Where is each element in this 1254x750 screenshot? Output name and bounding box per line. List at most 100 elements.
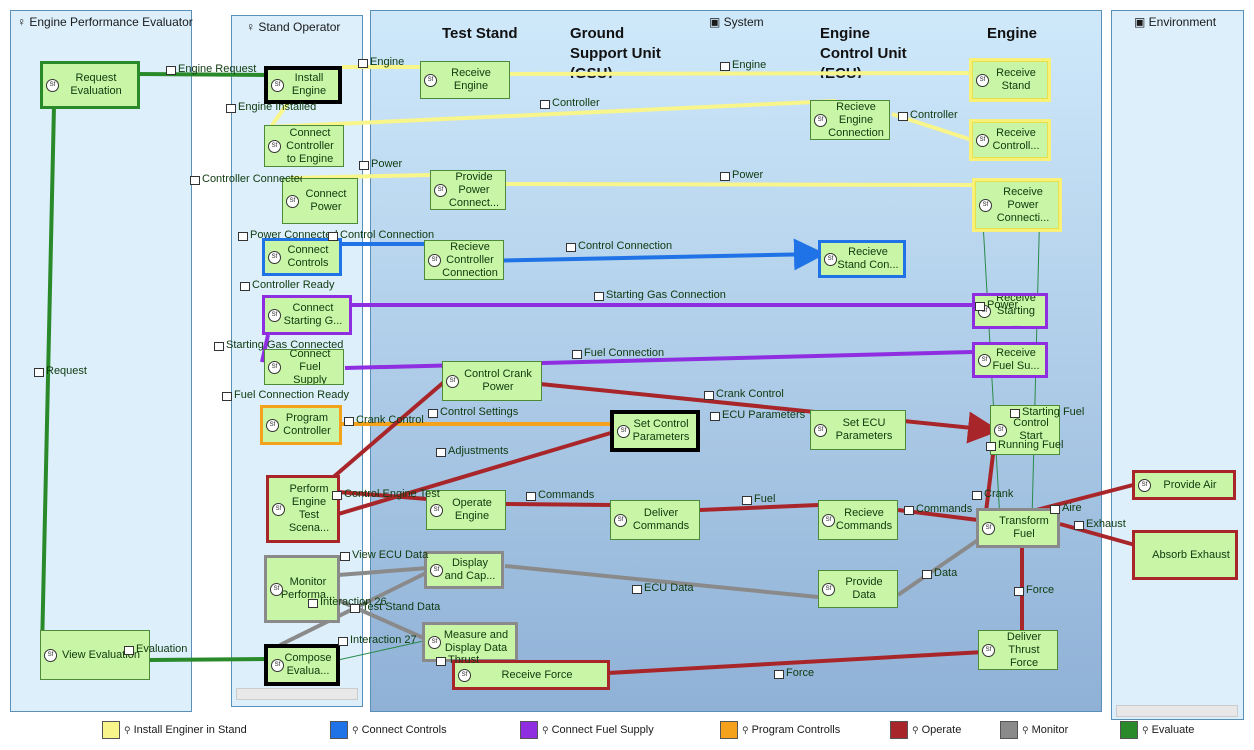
- sf-function-icon: Sf: [978, 354, 991, 367]
- sf-function-icon: Sf: [822, 583, 835, 596]
- sf-function-icon: Sf: [822, 514, 835, 527]
- exchange-label: Data: [922, 567, 957, 579]
- sf-function-icon: Sf: [44, 649, 57, 662]
- sf-function-icon: Sf: [428, 636, 441, 649]
- exchange-label: Commands: [526, 489, 594, 501]
- sf-function-icon: Sf: [286, 195, 299, 208]
- exchange-label: Force: [1014, 584, 1054, 596]
- wire-engine-request: [139, 72, 267, 77]
- exchange-label: Fuel: [742, 493, 775, 505]
- sf-function-icon: Sf: [617, 425, 630, 438]
- exchange-label: Power: [359, 158, 402, 170]
- sf-function-icon: Sf: [270, 583, 283, 596]
- exchange-label: Commands: [904, 503, 972, 515]
- horizontal-scrollbar[interactable]: [1116, 705, 1238, 717]
- exchange-label: Aire: [1050, 502, 1082, 514]
- column-engine: Engine: [987, 25, 1038, 42]
- wire-engine-right: [509, 71, 973, 76]
- legend-item[interactable]: ⚲Connect Fuel Supply: [520, 720, 654, 740]
- function-absorb-exhaust[interactable]: Absorb Exhaust: [1132, 530, 1238, 580]
- lane-title: ▣ System: [709, 15, 764, 29]
- exchange-label: Crank Control: [704, 388, 784, 400]
- sf-function-icon: Sf: [434, 184, 447, 197]
- wire-interaction-27: [337, 639, 429, 661]
- legend-swatch: [1000, 721, 1018, 739]
- exchange-label: Controller: [540, 97, 600, 109]
- sf-function-icon: Sf: [814, 424, 827, 437]
- legend-item[interactable]: ⚲Program Controlls: [720, 720, 840, 740]
- legend-swatch: [720, 721, 738, 739]
- legend-item[interactable]: ⚲Connect Controls: [330, 720, 447, 740]
- horizontal-scrollbar[interactable]: [236, 688, 358, 700]
- legend-item[interactable]: ⚲Evaluate: [1120, 720, 1194, 740]
- exchange-label: Fuel Connection Ready: [222, 389, 349, 401]
- sf-function-icon: Sf: [46, 79, 59, 92]
- sf-function-icon: Sf: [268, 251, 281, 264]
- legend-item[interactable]: ⚲Operate: [890, 720, 961, 740]
- sf-function-icon: Sf: [982, 522, 995, 535]
- wire-data: [896, 538, 980, 597]
- lane-title: ♀ Stand Operator: [246, 20, 341, 34]
- exchange-label: Request: [34, 365, 87, 377]
- exchange-label: View ECU Data: [340, 549, 428, 561]
- exchange-label: Power: [720, 169, 763, 181]
- lane-title: ♀ Engine Performance Evaluator: [17, 15, 193, 29]
- scenario-icon: ⚲: [352, 724, 359, 735]
- exchange-label: Running Fuel: [986, 439, 1063, 451]
- exchange-label: Engine: [358, 56, 404, 68]
- legend-item[interactable]: ⚲Monitor: [1000, 720, 1068, 740]
- sf-function-icon: Sf: [430, 564, 443, 577]
- wire-ecu-data: [504, 564, 819, 599]
- lane-environment: ▣ Environment: [1111, 10, 1244, 720]
- exchange-label: Control Connection: [328, 229, 434, 241]
- legend-swatch: [102, 721, 120, 739]
- sf-function-icon: Sf: [266, 419, 279, 432]
- wire-starting-gas-connected: [260, 334, 270, 363]
- exchange-label: Control Engine Test: [332, 488, 454, 500]
- wire-evaluation: [149, 657, 269, 662]
- sf-function-icon: Sf: [424, 74, 437, 87]
- legend-item[interactable]: ⚲Install Enginer in Stand: [102, 720, 247, 740]
- scenario-icon: ⚲: [124, 724, 131, 735]
- exchange-label: Crank: [972, 488, 1013, 500]
- exchange-label: Controller Connected: [190, 173, 302, 185]
- wire-controller: [269, 99, 837, 129]
- sf-function-icon: Sf: [994, 424, 1007, 437]
- wire-power-right: [504, 182, 977, 187]
